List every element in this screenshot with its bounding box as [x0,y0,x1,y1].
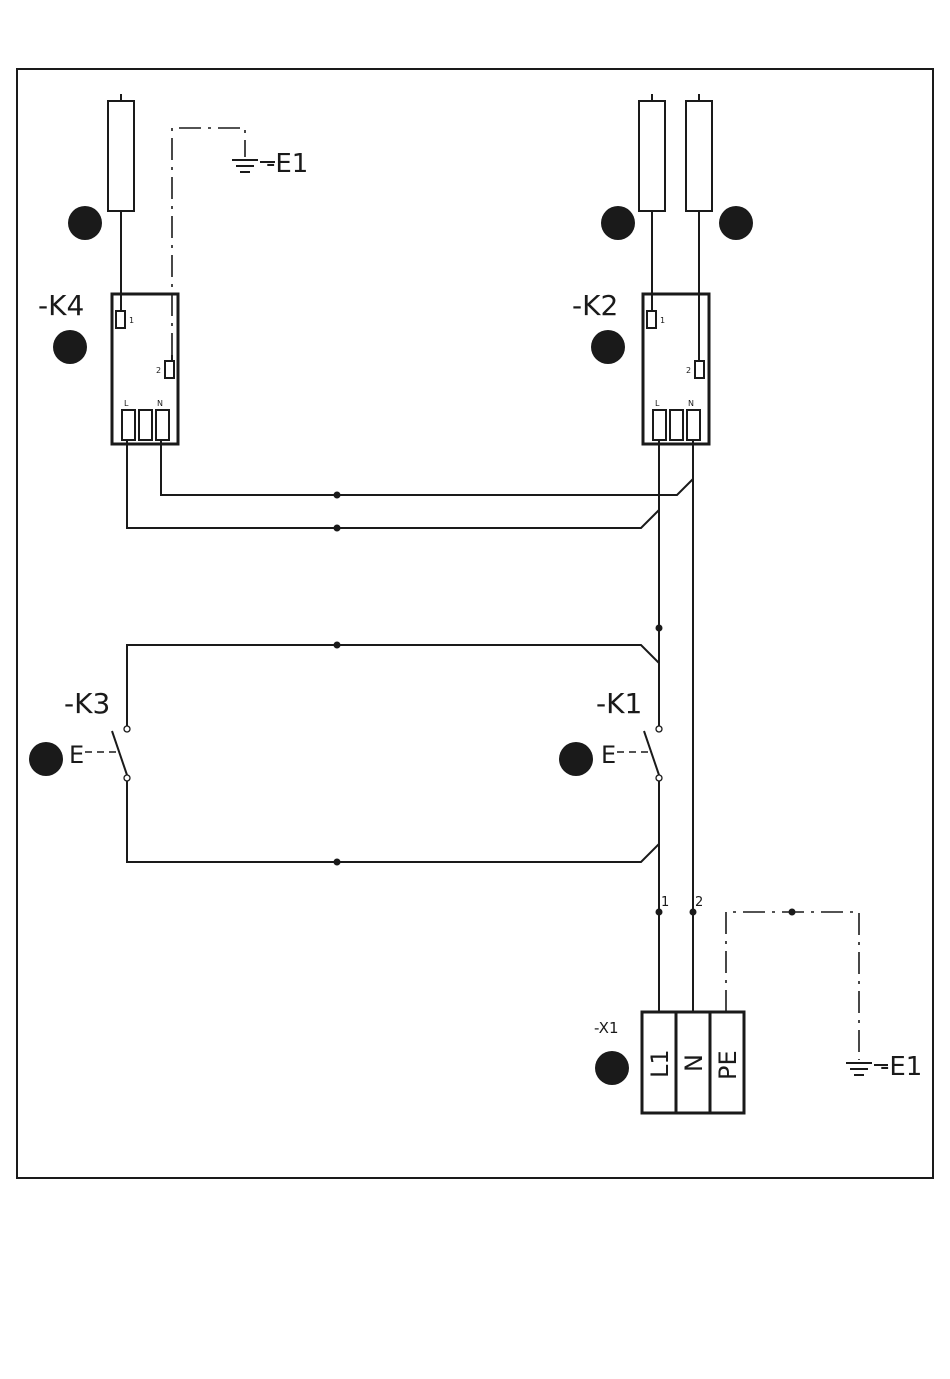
junction-dot [334,492,341,499]
marker-dot [719,206,753,240]
marker-dot [601,206,635,240]
label-e1-right: -E1 [880,1052,922,1082]
label-x1: -X1 [594,1019,619,1037]
wiring-switch-bottom [127,781,659,1012]
label-k2: -K2 [572,289,618,322]
ground-e1-right: -E1 [726,912,922,1082]
svg-text:1: 1 [660,316,665,325]
diagram-frame [17,69,933,1178]
svg-text:L: L [124,399,129,408]
marker-dot [591,330,625,364]
junction-dot [334,642,341,649]
wiring-top [127,440,693,1012]
marker-dot [595,1051,629,1085]
terminal-pe: PE [714,1050,742,1080]
switch-k3: E [69,726,130,781]
junction-dot [789,909,796,916]
ground-e1-top: -E1 -E1 [172,128,308,355]
label-k4: -K4 [38,289,84,322]
junction-dot [334,525,341,532]
svg-text:N: N [157,399,163,408]
svg-text:N: N [688,399,694,408]
svg-text:L: L [655,399,660,408]
terminal-l1: L1 [646,1049,674,1078]
terminal-block-x1: L1 N PE [642,1012,744,1113]
junction-dot [656,625,663,632]
svg-text:2: 2 [156,366,161,375]
socket-k4: 1 2 L N [112,294,178,444]
label-e-k1: E [601,741,616,769]
wire-number-2: 2 [695,895,703,910]
junction-dot [334,859,341,866]
terminal-n: N [680,1054,708,1072]
wire-number-1: 1 [661,895,669,910]
element-k4-top [108,94,134,311]
svg-text:1: 1 [129,316,134,325]
marker-dot [29,742,63,776]
marker-dot [559,742,593,776]
label-e1-top-text: -E1 [266,149,308,179]
wiring-switch-top [127,645,659,726]
label-k1: -K1 [596,687,642,720]
marker-dot [68,206,102,240]
element-k2-top-1 [639,94,665,311]
label-e-k3: E [69,741,84,769]
svg-text:2: 2 [686,366,691,375]
marker-dot [53,330,87,364]
switch-k1: E [601,726,662,781]
label-k3: -K3 [64,687,110,720]
